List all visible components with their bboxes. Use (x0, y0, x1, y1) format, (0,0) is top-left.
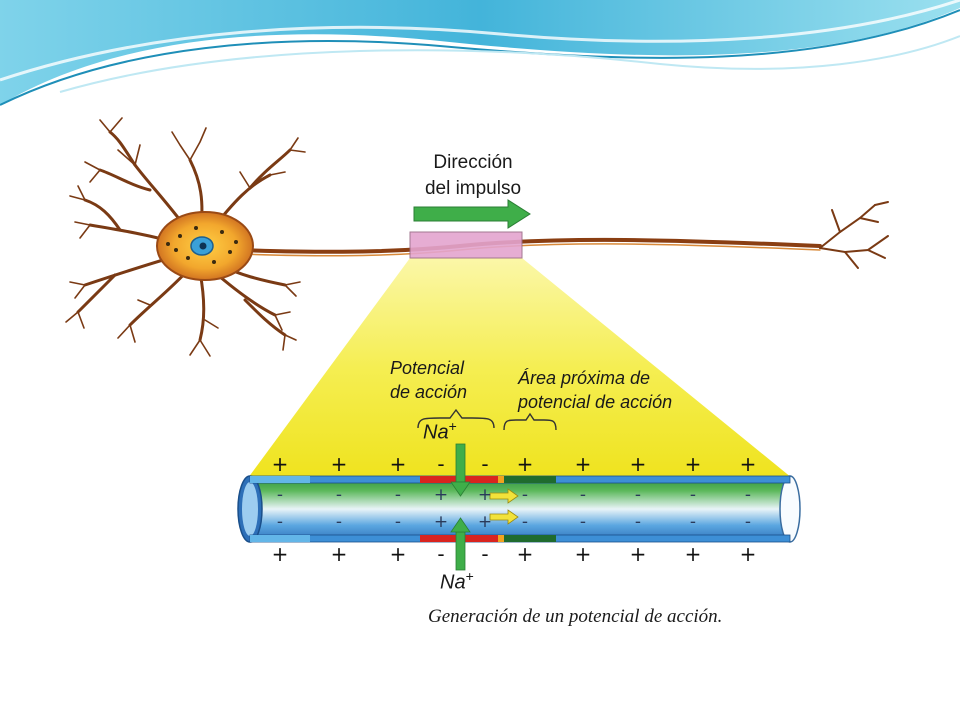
next-area-label-line1: Área próxima de (518, 368, 651, 388)
action-potential-bracket (417, 408, 495, 429)
next-area-bracket (503, 412, 557, 431)
direction-label-line2: del impulso (424, 178, 522, 199)
action-potential-label-line1: Potencial (390, 358, 465, 378)
charge-sign-inner-bottom: - (689, 512, 697, 532)
charge-sign-inner-top: - (689, 485, 697, 505)
soma-granules (166, 226, 238, 264)
charge-sign-outer-bottom: + (389, 542, 407, 566)
charge-sign-outer-top: + (739, 452, 757, 476)
sodium-symbol: Na (440, 571, 466, 594)
action-potential-label-line2: de acción (390, 382, 468, 402)
charge-sign-inner-top: - (744, 485, 752, 505)
charge-sign-inner-top: - (335, 485, 343, 505)
charge-sign-outer-top: - (437, 452, 445, 476)
charge-sign-inner-top: + (477, 485, 493, 505)
nucleolus (199, 242, 207, 250)
charge-sign-outer-bottom: + (629, 542, 647, 566)
charge-sign-inner-bottom: - (634, 512, 642, 532)
next-area-label-line2: potencial de acción (518, 392, 673, 412)
charge-sign-outer-top: + (330, 452, 348, 476)
action-potential-label: Potencial de acción (390, 356, 467, 404)
charge-sign-inner-top: - (634, 485, 642, 505)
charge-sign-inner-bottom: - (335, 512, 343, 532)
figure-caption: Generación de un potencial de acción. (428, 606, 723, 627)
charge-sign-outer-top: + (271, 452, 289, 476)
sodium-charge: + (465, 568, 474, 584)
highlight-segment (409, 231, 523, 259)
local-current-top-arrow-icon (489, 488, 519, 504)
charge-sign-outer-top: + (574, 452, 592, 476)
charge-sign-outer-bottom: + (271, 542, 289, 566)
charge-sign-outer-bottom: + (574, 542, 592, 566)
charge-sign-inner-top: - (521, 485, 529, 505)
charge-sign-inner-top: - (394, 485, 402, 505)
charge-sign-outer-bottom: + (739, 542, 757, 566)
charge-sign-outer-top: + (389, 452, 407, 476)
next-area-label: Área próxima de potencial de acción (518, 366, 672, 414)
charge-sign-outer-bottom: + (516, 542, 534, 566)
na-influx-top-arrow-icon (450, 443, 471, 497)
charge-sign-outer-top: + (516, 452, 534, 476)
charge-sign-inner-bottom: - (276, 512, 284, 532)
axon-cross-section (237, 475, 801, 543)
charge-sign-outer-bottom: + (684, 542, 702, 566)
charge-sign-inner-bottom: - (579, 512, 587, 532)
local-current-bottom-arrow-icon (489, 509, 519, 525)
sodium-symbol: Na (423, 421, 449, 444)
charge-sign-outer-top: - (481, 452, 489, 476)
charge-sign-inner-bottom: - (521, 512, 529, 532)
direction-label: Dirección del impulso (408, 150, 538, 202)
charge-sign-outer-bottom: - (481, 542, 489, 566)
charge-sign-outer-bottom: - (437, 542, 445, 566)
charge-sign-inner-bottom: + (433, 512, 449, 532)
sodium-label-top: Na+ (423, 418, 457, 445)
direction-arrow-icon (413, 199, 531, 229)
charge-sign-inner-top: - (579, 485, 587, 505)
charge-sign-outer-bottom: + (330, 542, 348, 566)
charge-sign-inner-bottom: + (477, 512, 493, 532)
sodium-label-bottom: Na+ (440, 568, 474, 595)
header-wave (0, 0, 960, 106)
charge-sign-inner-top: + (433, 485, 449, 505)
sodium-charge: + (448, 418, 457, 434)
magnification-beam (248, 258, 792, 478)
charge-sign-inner-bottom: - (744, 512, 752, 532)
charge-sign-outer-top: + (629, 452, 647, 476)
charge-sign-outer-top: + (684, 452, 702, 476)
direction-label-line1: Dirección (433, 152, 513, 173)
charge-sign-inner-bottom: - (394, 512, 402, 532)
na-influx-bottom-arrow-icon (450, 517, 471, 571)
charge-sign-inner-top: - (276, 485, 284, 505)
